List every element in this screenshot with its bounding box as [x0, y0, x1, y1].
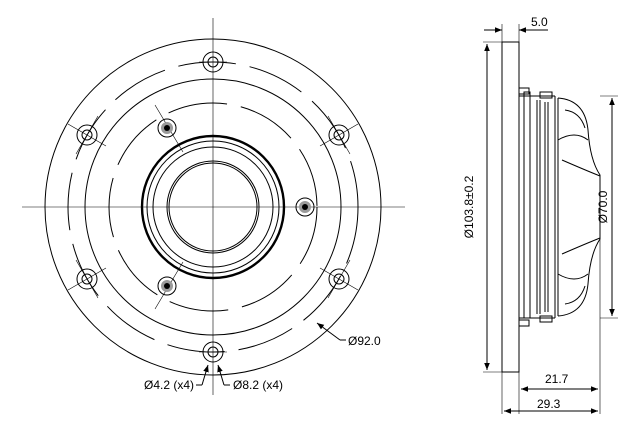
- side-flange: [501, 41, 520, 373]
- counterbore-leader: [217, 364, 225, 386]
- side-faceplate-contour: [557, 97, 601, 317]
- hole-leader: [201, 364, 209, 386]
- inner-screw-right: [295, 197, 315, 217]
- total-depth-label: 29.3: [537, 397, 561, 411]
- mounting-circle-leader: [316, 322, 341, 341]
- inner-body-ring: [84, 78, 342, 336]
- mounting-circle-label: Ø92.0: [348, 334, 381, 348]
- body-depth-label: 21.7: [545, 372, 569, 386]
- hole-diameter-label: Ø4.2 (x4): [144, 378, 194, 392]
- outer-diameter-label: Ø103.8±0.2: [462, 175, 476, 238]
- side-view: Ø103.8±0.2 Ø70.0 5.0 21.7 29.3: [462, 15, 618, 414]
- mounting-hole-bottom: [199, 341, 227, 363]
- mounting-hole-upper-right: [319, 115, 359, 155]
- dome-diameter-label: Ø70.0: [596, 190, 610, 223]
- side-body: [518, 87, 559, 327]
- outer-flange-edge: [44, 38, 382, 376]
- inner-screw-lower: [154, 261, 184, 310]
- dome-outer: [166, 160, 260, 254]
- mounting-hole-upper-left: [67, 115, 107, 155]
- faceplate-ring-outer: [140, 134, 286, 280]
- inner-screw-upper: [154, 104, 184, 153]
- counterbore-diameter-label: Ø8.2 (x4): [233, 378, 283, 392]
- faceplate-ring-mid: [146, 140, 280, 274]
- inner-dashed-ring: [108, 102, 318, 312]
- mounting-hole-lower-right: [319, 259, 359, 299]
- mounting-hole-lower-left: [67, 259, 107, 299]
- faceplate-ring-inner: [152, 146, 274, 268]
- mounting-hole-top: [199, 51, 227, 73]
- flange-thickness-label: 5.0: [531, 15, 548, 29]
- front-view: Ø92.0 Ø4.2 (x4) Ø8.2 (x4): [22, 18, 405, 395]
- dome-inner: [168, 162, 258, 252]
